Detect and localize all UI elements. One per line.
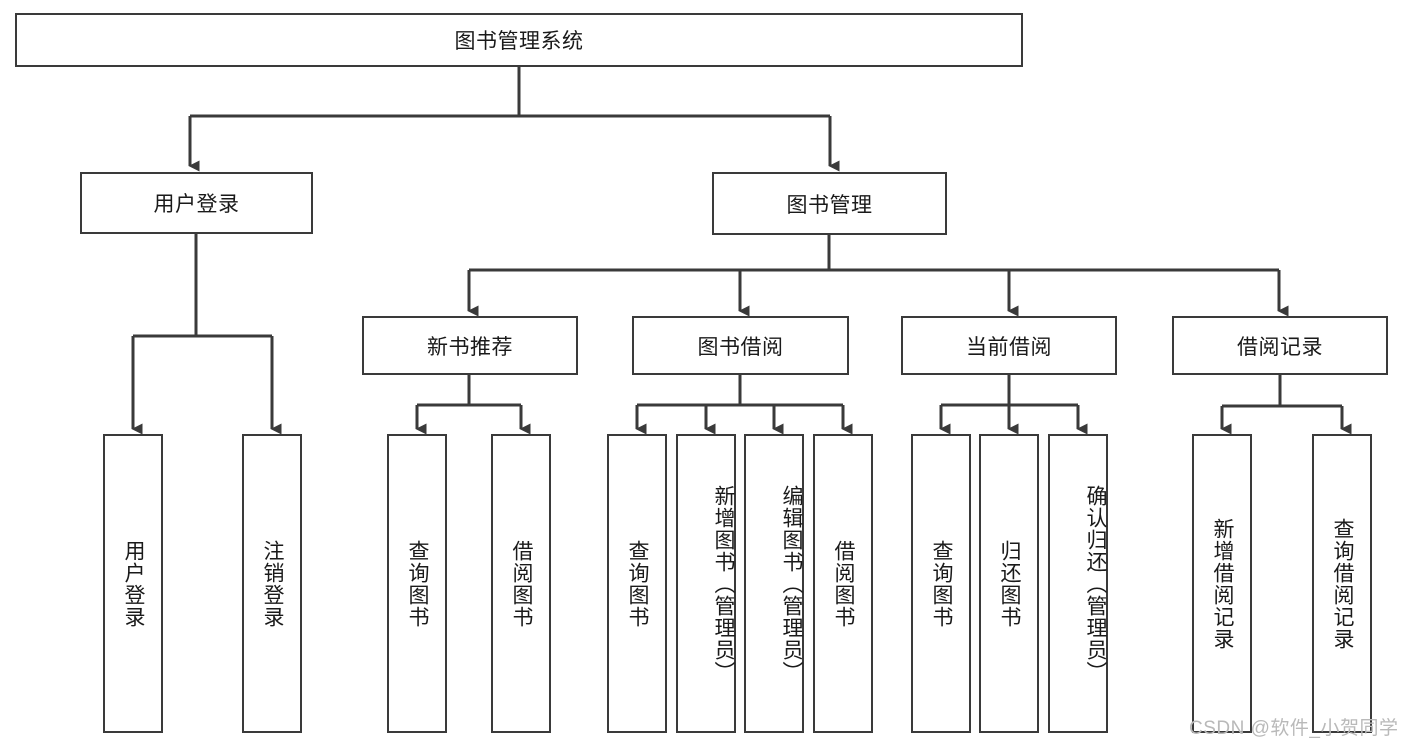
- leaf-return-book-label: 归还图书: [998, 539, 1022, 628]
- leaf-borrow-book-2-label: 借阅图书: [832, 539, 856, 628]
- node-current-borrow-label: 当前借阅: [966, 335, 1052, 359]
- node-borrow-record[interactable]: 借阅记录: [1172, 316, 1388, 375]
- leaf-user-login-label: 用户登录: [122, 539, 146, 628]
- node-user-login-label: 用户登录: [153, 193, 240, 216]
- leaf-query-record-label: 查询借阅记录: [1331, 517, 1355, 650]
- leaf-borrow-book-2[interactable]: 借阅图书: [813, 434, 873, 733]
- leaf-return-book[interactable]: 归还图书: [979, 434, 1039, 733]
- node-user-login[interactable]: 用户登录: [80, 172, 313, 234]
- leaf-add-record[interactable]: 新增借阅记录: [1192, 434, 1252, 733]
- leaf-query-book-3-label: 查询图书: [930, 539, 954, 628]
- node-borrow-record-label: 借阅记录: [1237, 335, 1323, 359]
- leaf-borrow-book-1[interactable]: 借阅图书: [491, 434, 551, 733]
- node-book-manage-label: 图书管理: [786, 193, 873, 217]
- leaf-query-book-3[interactable]: 查询图书: [911, 434, 971, 733]
- leaf-borrow-book-1-label: 借阅图书: [510, 539, 534, 628]
- node-root-label: 图书管理系统: [454, 30, 584, 53]
- leaf-user-login[interactable]: 用户登录: [103, 434, 163, 733]
- leaf-confirm-return[interactable]: 确认归还（管理员）: [1048, 434, 1108, 733]
- leaf-query-book-1-label: 查询图书: [406, 539, 430, 628]
- node-book-borrow-label: 图书借阅: [697, 335, 784, 359]
- leaf-query-book-2[interactable]: 查询图书: [607, 434, 667, 733]
- leaf-add-record-label: 新增借阅记录: [1211, 517, 1235, 650]
- leaf-query-book-1[interactable]: 查询图书: [387, 434, 447, 733]
- leaf-add-book[interactable]: 新增图书（管理员）: [676, 434, 736, 733]
- node-new-book-recommend-label: 新书推荐: [427, 335, 513, 359]
- node-book-borrow[interactable]: 图书借阅: [632, 316, 849, 375]
- node-new-book-recommend[interactable]: 新书推荐: [362, 316, 578, 375]
- node-book-manage[interactable]: 图书管理: [712, 172, 947, 235]
- leaf-confirm-return-label: 确认归还（管理员）: [1084, 484, 1107, 683]
- node-root[interactable]: 图书管理系统: [15, 13, 1023, 67]
- leaf-user-logout[interactable]: 注销登录: [242, 434, 302, 733]
- csdn-watermark: CSDN @软件_小贺同学: [1189, 718, 1399, 739]
- leaf-query-book-2-label: 查询图书: [626, 539, 650, 628]
- leaf-edit-book-label: 编辑图书（管理员）: [780, 484, 803, 683]
- node-current-borrow[interactable]: 当前借阅: [901, 316, 1117, 375]
- leaf-add-book-label: 新增图书（管理员）: [712, 484, 735, 683]
- leaf-query-record[interactable]: 查询借阅记录: [1312, 434, 1372, 733]
- leaf-edit-book[interactable]: 编辑图书（管理员）: [744, 434, 804, 733]
- leaf-user-logout-label: 注销登录: [261, 539, 285, 628]
